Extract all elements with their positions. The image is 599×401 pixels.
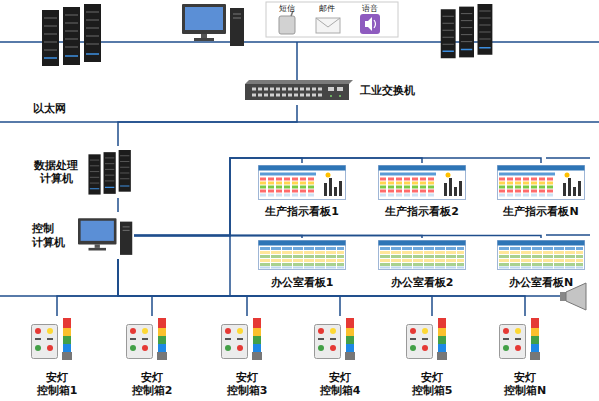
node-label: 办公室看板2 [391, 276, 454, 289]
voice-icon [360, 14, 380, 34]
panel-frame [266, 2, 398, 37]
server-rack [441, 4, 493, 58]
andon-box: 安灯 控制箱5 [396, 316, 468, 398]
node-label: 办公室看板N [509, 276, 573, 289]
andon-box: 安灯 控制箱4 [304, 316, 376, 398]
board-screen [379, 241, 466, 270]
andon-icon [315, 318, 356, 360]
node-label: 安灯 控制箱3 [217, 371, 277, 397]
node-label: 办公室看板1 [271, 276, 334, 289]
mail-icon [316, 18, 340, 33]
node-label: 安灯 控制箱4 [310, 371, 370, 397]
production-board: 生产指示看板2 [378, 163, 466, 219]
node-label: 安灯 控制箱N [495, 371, 555, 397]
node-label: 生产指示看板N [503, 205, 578, 218]
computer-node: 控制 计算机 [30, 212, 134, 259]
notify-icon: 邮件 [312, 3, 342, 36]
office-board: 办公室看板1 [258, 238, 346, 290]
node-label: 工业交换机 [360, 84, 415, 97]
ethernet-bus [0, 121, 599, 123]
network-link [118, 259, 247, 316]
andon-box: 安灯 控制箱1 [21, 316, 93, 398]
board-screen [259, 166, 346, 200]
office-bus-end [546, 234, 590, 236]
board-screen [379, 166, 466, 200]
voice-wave [374, 20, 376, 28]
board-screen [259, 241, 346, 270]
network-link [134, 236, 541, 239]
mail-flap [316, 18, 340, 27]
node-label: 安灯 控制箱2 [122, 371, 182, 397]
board-screen [498, 166, 585, 200]
office-board: 办公室看板N [497, 238, 585, 290]
production-board: 生产指示看板N [497, 163, 585, 219]
switch-uplink [296, 42, 298, 82]
server-rack [88, 150, 130, 195]
node-label: 短信 [279, 4, 295, 14]
node-label: 数据处理 计算机 [28, 159, 84, 185]
board-bus-end [546, 157, 590, 159]
network-link [134, 236, 302, 239]
network-link [118, 105, 297, 146]
field-bus [0, 295, 562, 297]
switch-node: 工业交换机 [245, 77, 417, 105]
node-label: 语音 [362, 4, 378, 14]
node-label: 安灯 控制箱1 [27, 371, 87, 397]
notify-icon: 语音 [355, 3, 385, 36]
bus-lines [0, 42, 599, 296]
voice-speaker [365, 17, 372, 31]
andon-box: 安灯 控制箱2 [116, 316, 188, 398]
notify-panel [266, 2, 398, 37]
switch-icon [245, 80, 353, 100]
network-link [57, 259, 118, 316]
board-drop [229, 235, 231, 296]
andon-icon [407, 318, 448, 360]
network-label: 以太网 [33, 101, 66, 116]
andon-box: 安灯 控制箱3 [211, 316, 283, 398]
board-screen [498, 241, 585, 270]
notify-icon: 短信 [272, 3, 302, 36]
pc-icon [78, 218, 132, 255]
network-link [134, 158, 541, 236]
node-label: 安灯 控制箱5 [402, 371, 462, 397]
network-link [134, 236, 422, 239]
network-link [118, 259, 525, 316]
server-rack [42, 4, 101, 66]
andon-icon [127, 318, 168, 360]
andon-box: 安灯 控制箱N [489, 316, 561, 398]
node-label: 生产指示看板1 [265, 205, 339, 218]
node-label: 生产指示看板2 [385, 205, 459, 218]
network-link [134, 158, 422, 236]
network-link [118, 259, 152, 316]
andon-icon [500, 318, 541, 360]
office-board: 办公室看板2 [378, 238, 466, 290]
network-link [134, 158, 302, 236]
network-link [118, 259, 432, 316]
network-link [117, 198, 119, 212]
andon-icon [222, 318, 263, 360]
node-label: 邮件 [319, 4, 335, 14]
andon-icon [32, 318, 73, 360]
sms-icon [279, 16, 295, 34]
server-node: 数据处理 计算机 [26, 146, 134, 198]
node-label: 控制 计算机 [32, 222, 77, 248]
network-link [118, 259, 340, 316]
production-board: 生产指示看板1 [258, 163, 346, 219]
pc-icon [182, 4, 244, 46]
